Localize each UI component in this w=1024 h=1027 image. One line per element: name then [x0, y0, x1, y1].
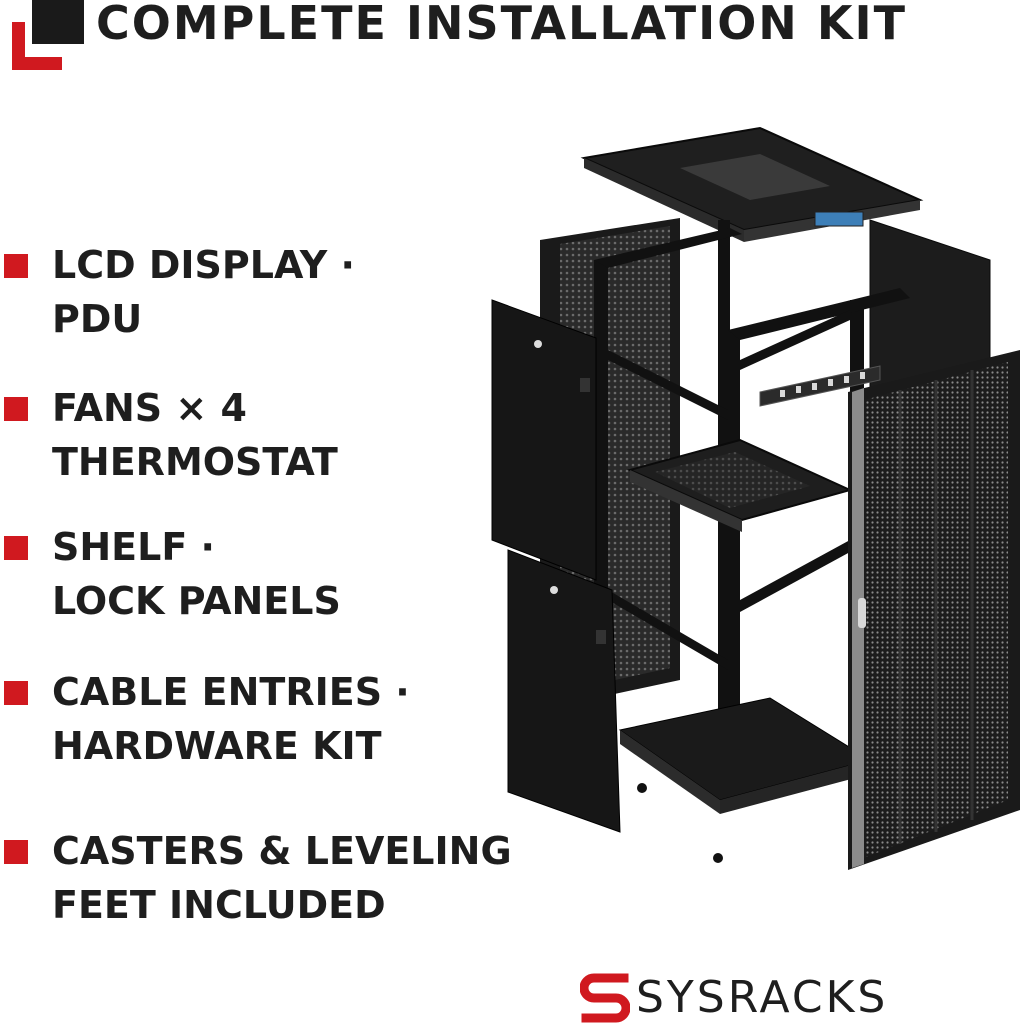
feature-text: FANS × 4 THERMOSTAT	[52, 381, 338, 489]
front-mesh-door	[848, 350, 1020, 870]
logo-black-square	[32, 0, 84, 44]
caster-icon	[713, 853, 723, 863]
server-rack-exploded-illustration	[491, 126, 1020, 870]
feature-line-1: FANS × 4	[52, 386, 247, 430]
feature-text: LCD DISPLAY · PDU	[52, 238, 355, 346]
sysracks-s-logo-icon	[580, 973, 630, 1023]
left-side-panel-lower	[507, 549, 621, 833]
feature-text: CASTERS & LEVELING FEET INCLUDED	[52, 824, 512, 932]
caster-icon	[637, 783, 647, 793]
feature-line-1: LCD DISPLAY ·	[52, 243, 355, 287]
logo-red-horizontal	[12, 57, 62, 70]
lcd-display-icon	[814, 211, 864, 227]
rack-shelf	[627, 438, 853, 532]
pdu-power-strip	[759, 365, 881, 407]
feature-line-2: PDU	[52, 297, 143, 341]
feature-bullet-icon	[4, 254, 28, 278]
feature-bullet-icon	[4, 840, 28, 864]
feature-line-1: CABLE ENTRIES ·	[52, 670, 410, 714]
feature-line-2: FEET INCLUDED	[52, 883, 386, 927]
feature-line-2: THERMOSTAT	[52, 440, 338, 484]
feature-line-2: LOCK PANELS	[52, 579, 341, 623]
feature-line-1: SHELF ·	[52, 525, 215, 569]
feature-bullet-icon	[4, 681, 28, 705]
door-lock-handle-icon	[858, 598, 866, 628]
feature-text: SHELF · LOCK PANELS	[52, 520, 341, 628]
feature-text: CABLE ENTRIES · HARDWARE KIT	[52, 665, 410, 773]
feature-bullet-icon	[4, 397, 28, 421]
left-side-panel-upper	[491, 299, 597, 581]
brand-name: SYSRACKS	[636, 972, 889, 1023]
brand-logo: SYSRACKS	[580, 968, 1020, 1024]
feature-line-2: HARDWARE KIT	[52, 724, 382, 768]
page-title: COMPLETE INSTALLATION KIT	[96, 0, 907, 50]
rack-base	[618, 697, 872, 863]
top-cover-panel	[580, 126, 924, 242]
title-logo-mark	[6, 0, 84, 70]
feature-line-1: CASTERS & LEVELING	[52, 829, 512, 873]
feature-bullet-icon	[4, 536, 28, 560]
